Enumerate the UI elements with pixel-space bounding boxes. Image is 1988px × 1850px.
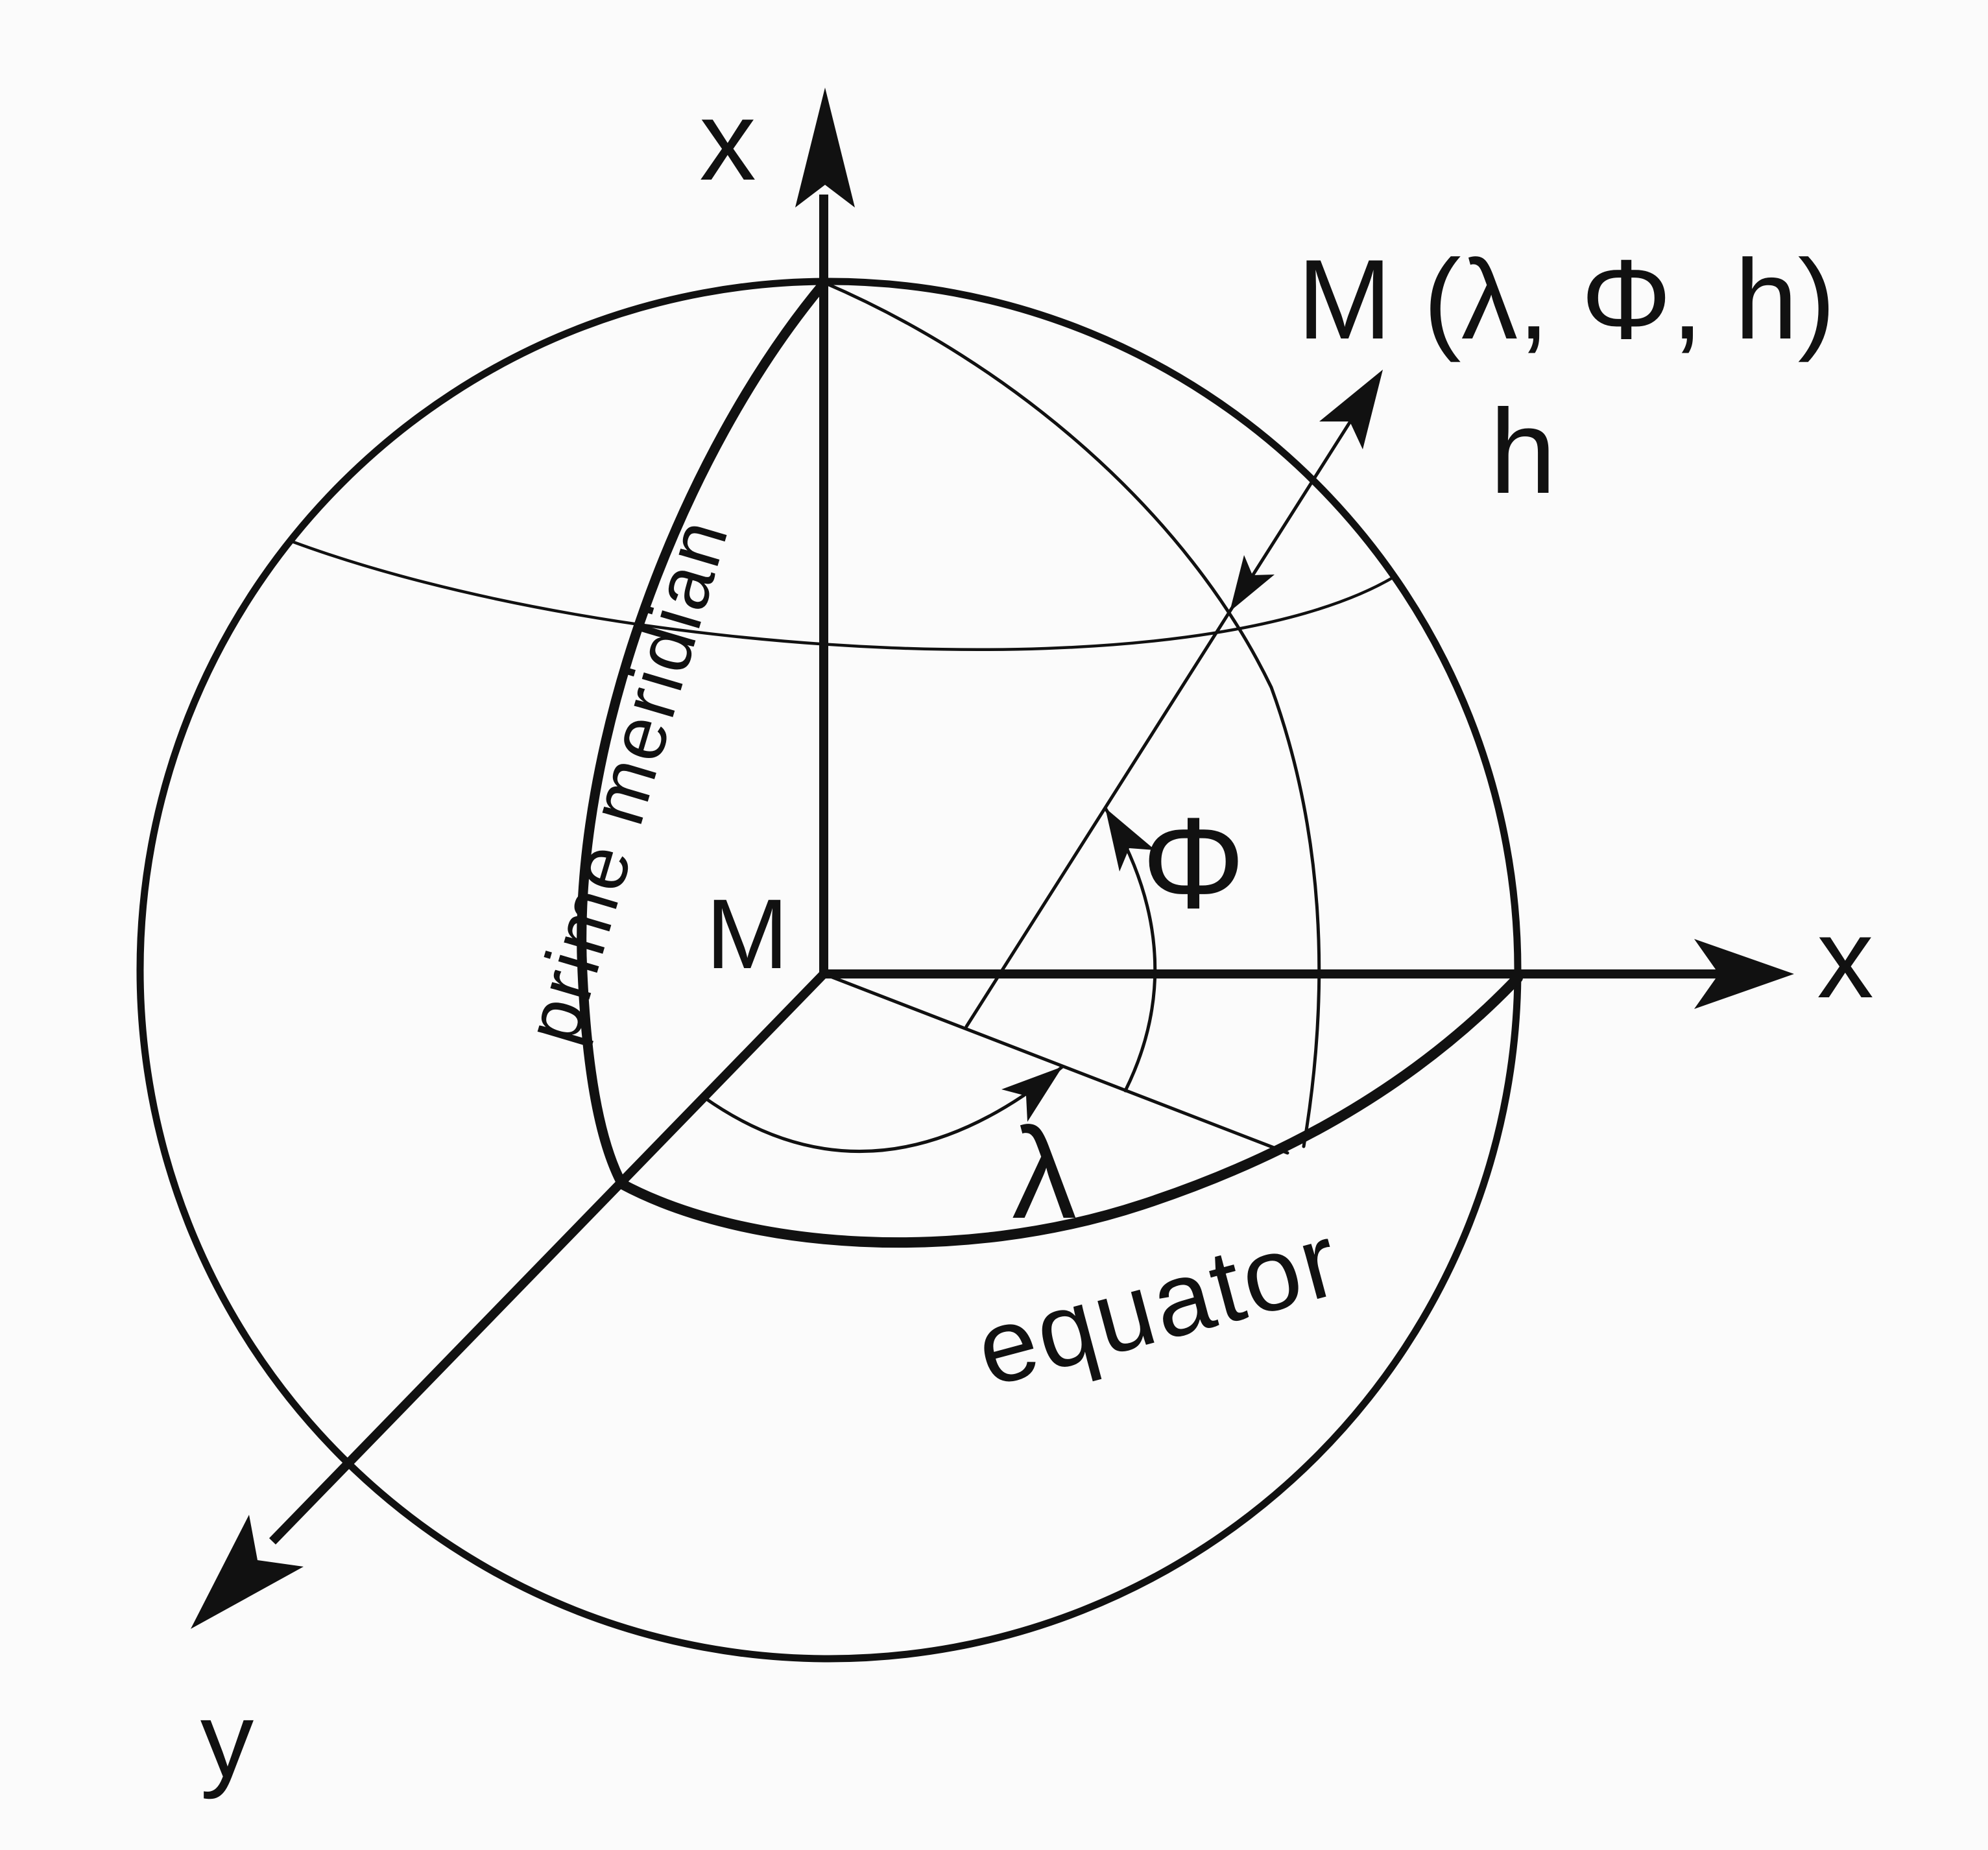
height-arrowhead-icon <box>1319 370 1383 449</box>
x-axis-label: x <box>1817 895 1874 1022</box>
latitude-label: Φ <box>1142 791 1245 936</box>
longitude-arc <box>702 1065 1064 1153</box>
parallel-of-latitude-curve <box>290 540 1398 651</box>
normal-height-line <box>964 416 1354 1028</box>
origin-label: M <box>706 879 788 990</box>
vertical-axis-arrowhead-icon <box>795 88 855 208</box>
x-axis-arrowhead-icon <box>1694 939 1794 1009</box>
y-axis-line <box>269 971 828 1545</box>
equatorial-radius-line <box>822 972 1289 1155</box>
y-axis-arrowhead-icon <box>191 1515 304 1629</box>
longitude-arrowhead-icon <box>1001 1067 1062 1122</box>
point-label: M (λ, Φ, h) <box>1297 237 1836 363</box>
y-axis-label: y <box>200 1680 254 1799</box>
vertical-axis-label: x <box>699 78 756 204</box>
longitude-label: λ <box>1012 1101 1077 1246</box>
prime-meridian-curve <box>577 278 830 1189</box>
latitude-arrowhead-icon <box>1105 808 1155 872</box>
meridian-of-point-curve <box>822 281 1321 1148</box>
height-label: h <box>1490 385 1557 519</box>
surface-point-arrowhead-icon <box>1230 555 1275 611</box>
equator-curve <box>617 973 1523 1248</box>
